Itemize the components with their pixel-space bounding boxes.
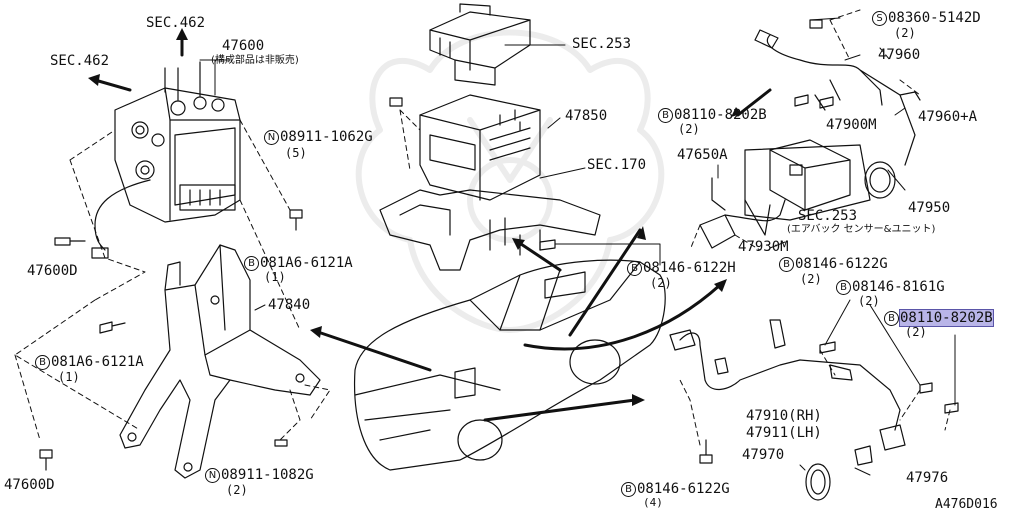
callout-code: 08911-1062G bbox=[280, 129, 373, 145]
label-part-47960a[interactable]: 47960+A bbox=[918, 109, 978, 125]
label-part-47970[interactable]: 47970 bbox=[742, 447, 785, 463]
callout-code-highlighted: 08110-8202B bbox=[899, 309, 994, 327]
label-part-47911[interactable]: 47911(LH) bbox=[746, 425, 822, 441]
control-unit-bracket bbox=[379, 189, 601, 271]
label-part-47950[interactable]: 47950 bbox=[908, 200, 951, 216]
g-sensor-harness bbox=[699, 177, 786, 249]
bolt-marker-icon: B bbox=[627, 261, 642, 276]
label-sec253-right[interactable]: SEC.253 bbox=[798, 208, 858, 224]
front-sensor bbox=[854, 424, 906, 466]
label-sec170[interactable]: SEC.170 bbox=[587, 157, 647, 173]
label-part-47910[interactable]: 47910(RH) bbox=[746, 408, 822, 424]
abs-bracket bbox=[119, 244, 321, 479]
callout-code: 08146-6122H bbox=[643, 260, 736, 276]
screw-marker-icon: S bbox=[872, 11, 887, 26]
callout-qty: (1) bbox=[58, 370, 80, 384]
label-47600-note: (構成部品は非販売) bbox=[211, 55, 299, 66]
callout-qty: (4) bbox=[643, 496, 663, 509]
label-part-47930m[interactable]: 47930M bbox=[738, 239, 789, 255]
label-part-47900m[interactable]: 47900M bbox=[826, 117, 877, 133]
callout-code: 08146-8161G bbox=[852, 279, 945, 295]
abs-control-unit bbox=[419, 94, 541, 201]
callout-code: 08911-1082G bbox=[221, 467, 314, 483]
label-part-47976[interactable]: 47976 bbox=[906, 470, 949, 486]
callout-code: 08110-8202B bbox=[674, 107, 767, 123]
label-sec253-top[interactable]: SEC.253 bbox=[572, 36, 632, 52]
callout-code: 08360-5142D bbox=[888, 10, 981, 26]
callout-qty: (2) bbox=[650, 276, 672, 290]
nut-marker-icon: N bbox=[264, 130, 279, 145]
callout-qty: (2) bbox=[678, 122, 700, 136]
label-part-47650a[interactable]: 47650A bbox=[677, 147, 728, 163]
callout-qty: (2) bbox=[800, 272, 822, 286]
front-sensor-harness bbox=[669, 319, 901, 431]
callout-qty: (2) bbox=[894, 26, 916, 40]
callout-code: 08146-6122G bbox=[795, 256, 888, 272]
bolt-marker-icon: B bbox=[658, 108, 673, 123]
abs-relay-box bbox=[429, 3, 531, 86]
bolt-marker-icon: B bbox=[884, 311, 899, 326]
label-sec253-right-note: (エアバック センサー&ユニット) bbox=[787, 224, 936, 235]
abs-actuator-unit bbox=[91, 61, 241, 259]
dashed-leaders bbox=[14, 9, 951, 446]
solid-leaders bbox=[199, 17, 956, 476]
label-part-47960[interactable]: 47960 bbox=[878, 47, 921, 63]
callout-code: 08146-6122G bbox=[637, 481, 730, 497]
label-sec462-left[interactable]: SEC.462 bbox=[50, 53, 110, 69]
tone-ring-front bbox=[805, 463, 831, 501]
label-part-47840[interactable]: 47840 bbox=[268, 297, 311, 313]
car-silhouette bbox=[353, 259, 666, 471]
callout-qty: (2) bbox=[858, 294, 880, 308]
bolt-marker-icon: B bbox=[836, 280, 851, 295]
label-part-47600d-upper[interactable]: 47600D bbox=[27, 263, 78, 279]
bolt-marker-icon: B bbox=[621, 482, 636, 497]
nut-marker-icon: N bbox=[205, 468, 220, 483]
label-sec462-top[interactable]: SEC.462 bbox=[146, 15, 206, 31]
callout-code: 081A6-6121A bbox=[260, 255, 353, 271]
callout-code: 081A6-6121A bbox=[51, 354, 144, 370]
label-part-47850[interactable]: 47850 bbox=[565, 108, 608, 124]
sensor-harness-47900m bbox=[754, 29, 921, 166]
figure-id: A476D016 bbox=[935, 497, 998, 510]
callout-qty: (2) bbox=[226, 483, 248, 497]
bolt-marker-icon: B bbox=[244, 256, 259, 271]
callout-qty: (1) bbox=[264, 270, 286, 284]
direction-arrows bbox=[93, 30, 772, 422]
airbag-sensor-unit bbox=[744, 139, 871, 221]
label-part-47600d-lower[interactable]: 47600D bbox=[4, 477, 55, 493]
watermark-emblem bbox=[355, 29, 665, 333]
bolt-marker-icon: B bbox=[35, 355, 50, 370]
label-part-47600[interactable]: 47600 bbox=[222, 38, 265, 54]
callout-qty: (5) bbox=[285, 146, 307, 160]
arrow-heads bbox=[88, 28, 741, 406]
bolt-marker-icon: B bbox=[779, 257, 794, 272]
callout-qty: (2) bbox=[905, 325, 927, 339]
tone-ring-rear bbox=[864, 161, 896, 199]
